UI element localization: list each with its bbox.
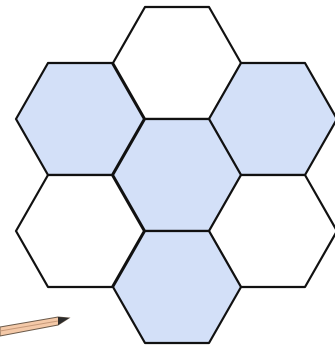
- pencil-icon: [0, 317, 69, 336]
- hexagon-grid: [16, 7, 335, 343]
